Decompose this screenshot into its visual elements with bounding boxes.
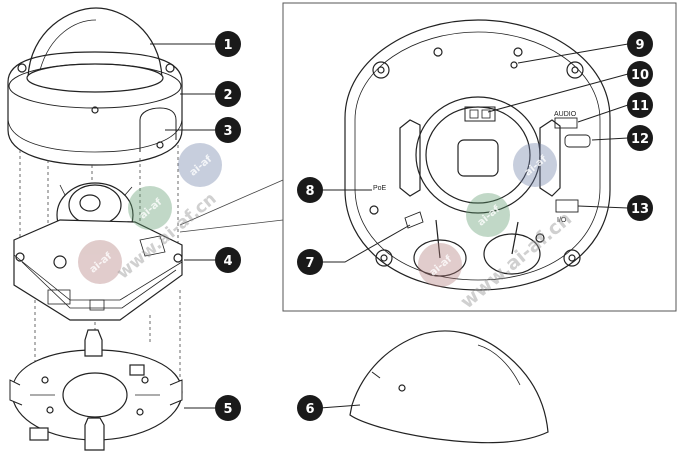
camera-dome-cover (7, 7, 183, 166)
callout-5: 5 (215, 395, 241, 421)
callout-2: 2 (215, 81, 241, 107)
callout-12: 12 (627, 125, 653, 151)
svg-text:4: 4 (223, 254, 232, 269)
svg-text:10: 10 (631, 68, 649, 83)
callout-6: 6 (297, 395, 323, 421)
svg-text:12: 12 (631, 132, 649, 147)
callout-11: 11 (627, 92, 653, 118)
svg-text:5: 5 (223, 402, 232, 417)
svg-text:6: 6 (305, 402, 314, 417)
callout-7: 7 (297, 249, 323, 275)
callout-4: 4 (215, 247, 241, 273)
svg-text:1: 1 (223, 38, 232, 53)
inset-zoom-lines (179, 179, 284, 233)
callout-leader-lines (150, 43, 629, 409)
svg-text:2: 2 (223, 88, 232, 103)
svg-text:7: 7 (305, 256, 314, 271)
dome-cover-side-view (349, 330, 549, 444)
svg-text:9: 9 (635, 38, 644, 53)
callout-3: 3 (215, 117, 241, 143)
mounting-bracket (9, 329, 183, 451)
svg-text:3: 3 (223, 124, 232, 139)
callout-9: 9 (627, 31, 653, 57)
io-label: I/O (557, 217, 567, 224)
callout-badges: 1 2 3 4 5 6 7 8 9 10 11 12 13 (215, 31, 653, 421)
svg-text:8: 8 (305, 184, 314, 199)
callout-1: 1 (215, 31, 241, 57)
inset-camera-top-view (344, 19, 611, 291)
callout-8: 8 (297, 177, 323, 203)
poe-label: PoE (373, 185, 387, 192)
camera-base-housing (13, 219, 183, 321)
audio-label: AUDIO (554, 111, 577, 118)
callout-10: 10 (627, 61, 653, 87)
svg-text:11: 11 (631, 99, 649, 114)
svg-text:13: 13 (631, 202, 649, 217)
callout-13: 13 (627, 195, 653, 221)
watermark-overlay (78, 143, 557, 287)
